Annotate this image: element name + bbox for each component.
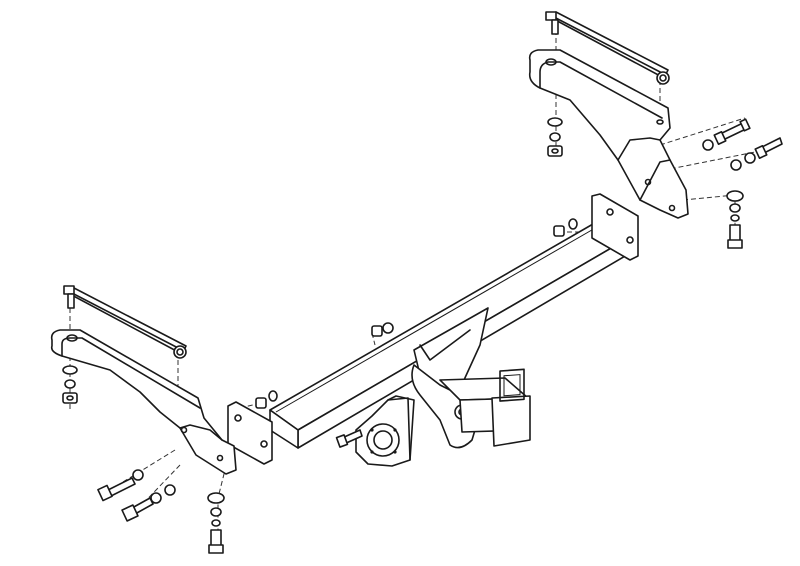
tube-hardware xyxy=(255,218,578,409)
left-strap xyxy=(63,285,187,359)
right-hardware xyxy=(547,117,783,249)
main-cross-tube xyxy=(227,193,639,465)
receiver-assembly xyxy=(411,307,531,449)
right-strap xyxy=(545,11,670,85)
socket-plate xyxy=(335,395,415,467)
left-hardware xyxy=(62,365,225,554)
left-mounting-bracket xyxy=(50,329,237,475)
right-mounting-bracket xyxy=(528,49,689,219)
